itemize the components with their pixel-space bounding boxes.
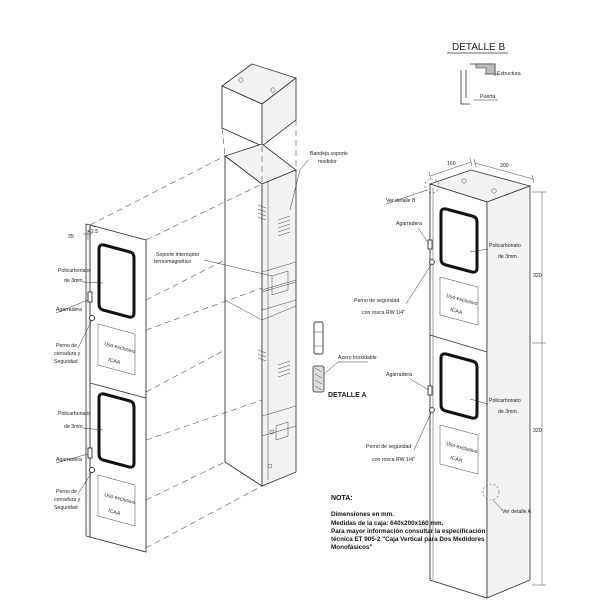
polycarbonate-label-r1: Policarbonato	[489, 243, 521, 249]
detail-a-title: DETALLE A	[328, 392, 367, 399]
note-line-3: Para mayor información consultar la espe…	[331, 527, 486, 535]
note-line-4: técnica ET 905-2 "Caja Vertical para Dos…	[331, 536, 485, 544]
right-annotations: Ver detalle B Agarradera Policarbonato d…	[354, 189, 532, 515]
dim-160: 160	[447, 161, 456, 167]
explode-lines	[89, 120, 297, 549]
vent-slots-upper	[257, 204, 291, 237]
svg-text:termomagnético: termomagnético	[154, 259, 191, 265]
handle-label-l2: Agarradera	[56, 457, 82, 463]
svg-text:ICAA: ICAA	[449, 455, 463, 464]
note-line-1: Dimensiones en mm.	[331, 511, 394, 519]
note-line-2: Medidas de la caja: 640x200x160 mm.	[331, 519, 444, 527]
vent-slots-lower	[257, 349, 291, 378]
dim-42-5: 42.5	[88, 229, 98, 235]
left-annotations: Policarbonato de 3mm. Agarradera Perno d…	[54, 268, 104, 511]
detail-a: Acero Inoxidable DETALLE A	[312, 321, 377, 399]
note-line-5: Monofásicos"	[331, 544, 373, 552]
svg-text:de 3mm.: de 3mm.	[64, 278, 84, 284]
polycarbonate-label-r2: Policarbonato	[489, 398, 521, 404]
svg-text:cerradura y: cerradura y	[54, 497, 81, 503]
detail-b-title: DETALLE B	[452, 42, 505, 53]
dim-200: 200	[500, 163, 509, 169]
svg-text:de 3mm.: de 3mm.	[498, 254, 518, 260]
svg-text:cerradura y: cerradura y	[54, 351, 81, 357]
security-bolt-label-r1: Perno de seguridad	[354, 298, 399, 304]
dim-320-top: 320	[533, 273, 542, 279]
center-cabinet	[221, 63, 297, 487]
right-cabinet: Uso exclusivo ICAA Uso exclusivo ICAA	[424, 169, 532, 599]
stainless-steel-label: Acero Inoxidable	[338, 355, 377, 361]
detail-b: DETALLE B Estructura Puerta	[447, 42, 521, 105]
lock-bolt-label-l1: Perno de	[56, 343, 77, 349]
svg-text:de 3mm.: de 3mm.	[498, 409, 518, 415]
puerta-label: Puerta	[480, 94, 495, 100]
svg-text:ICAA: ICAA	[107, 357, 121, 366]
svg-text:ICAA: ICAA	[449, 307, 463, 316]
see-detail-b-label: Ver detalle B	[386, 198, 416, 204]
svg-text:medidor: medidor	[318, 159, 337, 165]
svg-text:con rosca RW 1/4": con rosca RW 1/4"	[372, 457, 415, 463]
estructura-label: Estructura	[497, 71, 521, 77]
right-dimensions: 160 200 320 320	[428, 157, 546, 586]
note-block: NOTA: Dimensiones en mm. Medidas de la c…	[331, 495, 531, 553]
center-annotations: Bandeja soporte medidor Soporte interrup…	[154, 151, 348, 277]
svg-text:Seguridad: Seguridad	[54, 359, 78, 365]
meter-tray-label: Bandeja soporte	[310, 151, 348, 157]
svg-text:Seguridad: Seguridad	[54, 505, 78, 511]
svg-text:de 3mm.: de 3mm.	[64, 424, 84, 430]
handle-label-r2: Agarradera	[386, 372, 412, 378]
svg-text:con rosca RW 1/4": con rosca RW 1/4"	[362, 310, 405, 316]
handle-label-r1: Agarradera	[396, 221, 422, 227]
dim-35: 35	[68, 234, 74, 240]
note-title: NOTA:	[331, 495, 353, 502]
polycarbonate-label-l2: Policarbonato	[58, 411, 90, 417]
security-bolt-label-r2: Perno de seguridad	[366, 444, 411, 450]
see-detail-a-label: Ver detalle A	[502, 509, 532, 515]
breaker-support-label: Soporte interruptor	[156, 252, 200, 258]
dim-320-bottom: 320	[533, 428, 542, 434]
left-door: Uso exclusivo ICAA Uso exclusivo ICAA 35…	[68, 223, 147, 553]
svg-text:ICAA: ICAA	[107, 508, 121, 517]
lock-bolt-label-l2: Perno de	[56, 489, 77, 495]
polycarbonate-label-l1: Policarbonato	[58, 268, 90, 274]
handle-label-l1: Agarradera	[56, 307, 82, 313]
